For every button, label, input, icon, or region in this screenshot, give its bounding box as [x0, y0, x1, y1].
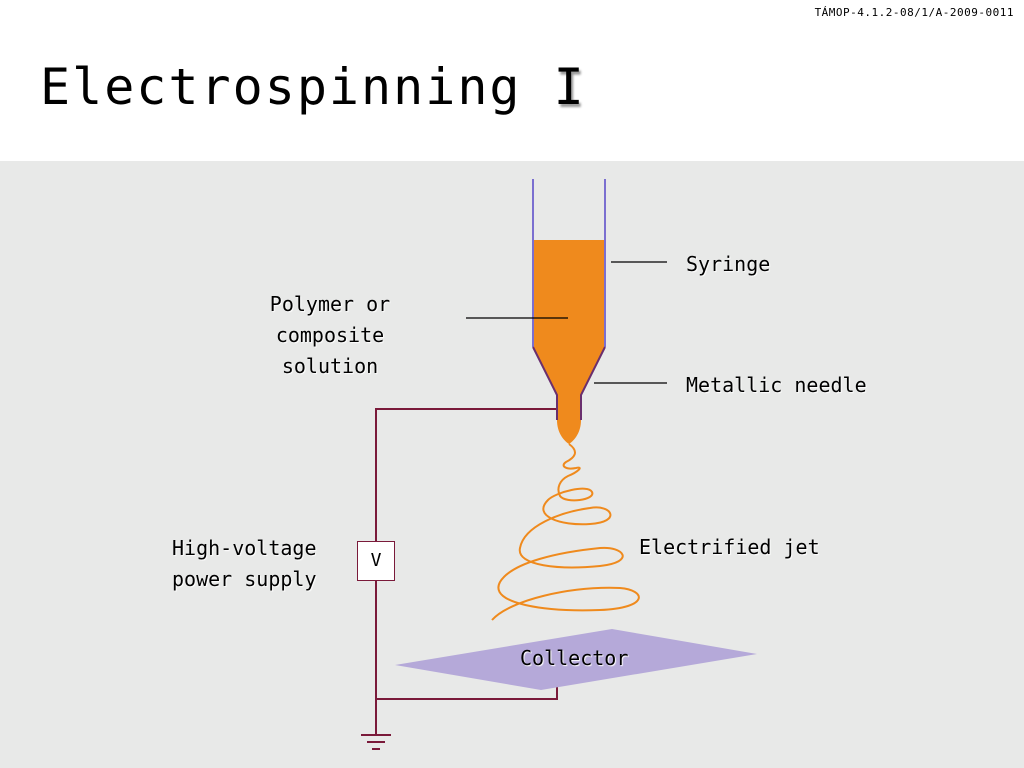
electrified-jet [491, 443, 640, 621]
needle-label: Metallic needle [686, 373, 867, 397]
voltmeter: V [357, 541, 395, 581]
needle-right [580, 346, 606, 420]
collector-label: Collector [520, 646, 629, 670]
collector-plate [395, 629, 757, 690]
title-text: Electrospinning [40, 58, 554, 116]
wire-top [375, 408, 557, 541]
solution-label-line-2: composite [275, 323, 385, 347]
polymer-solution [533, 240, 605, 444]
page-title: Electrospinning I [40, 58, 586, 116]
solution-label-line-3: solution [281, 354, 379, 378]
title-numeral: I [553, 58, 586, 116]
needle-left [532, 346, 558, 420]
slide-header: TÁMOP-4.1.2-08/1/A-2009-0011 Electrospin… [0, 0, 1024, 161]
ground-icon [361, 734, 391, 750]
syringe-label: Syringe [686, 252, 771, 276]
solution-label: Polymer or composite solution [244, 289, 416, 382]
power-supply-label-line-2: power supply [172, 567, 317, 591]
power-supply-label: High-voltage power supply [172, 533, 317, 595]
solution-label-line-1: Polymer or [269, 292, 391, 316]
project-code: TÁMOP-4.1.2-08/1/A-2009-0011 [814, 6, 1014, 19]
power-supply-label-line-1: High-voltage [172, 536, 317, 560]
jet-label: Electrified jet [639, 535, 820, 559]
